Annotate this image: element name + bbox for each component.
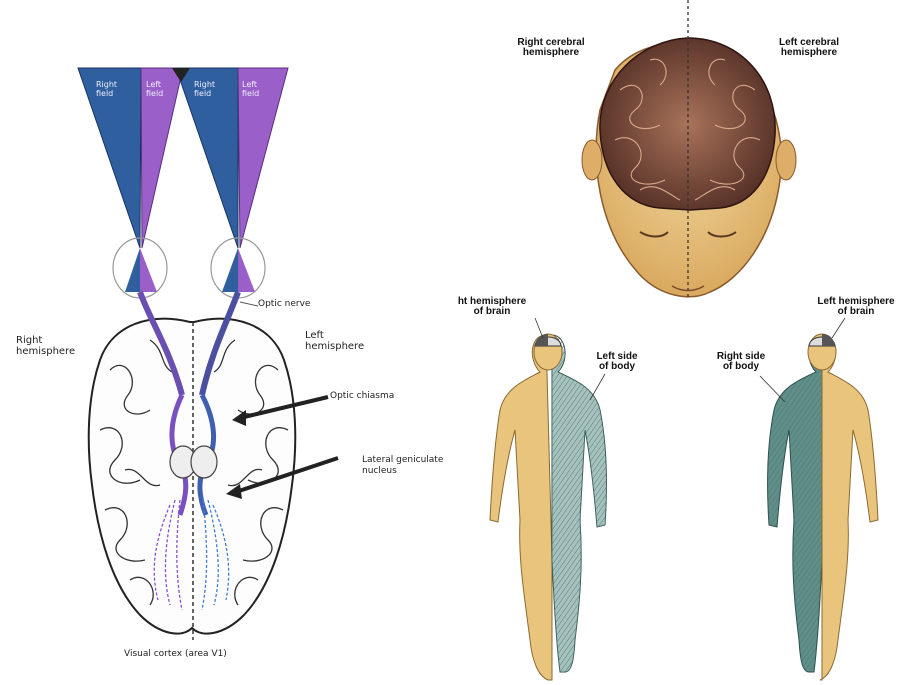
left-ear — [582, 140, 602, 180]
optic-chiasma-label: Optic chiasma — [330, 391, 394, 402]
body-right-leader-a — [832, 318, 845, 338]
right-hemisphere-label: Right hemisphere — [16, 335, 75, 357]
left-hemisphere-label-line2: hemisphere — [305, 341, 364, 352]
left-eye-inverted-purple — [140, 248, 157, 292]
right-cerebral-label-line2: hemisphere — [516, 48, 586, 58]
left-hemisphere-brain-line2: of brain — [812, 307, 900, 317]
left-hemisphere-label-line1: Left — [305, 330, 364, 341]
left-hemisphere-label: Left hemisphere — [305, 330, 364, 352]
left-side-body-line2: of body — [592, 362, 642, 372]
body-left-leader-b — [590, 374, 605, 400]
body-left-leader-a — [535, 318, 543, 338]
field-label-1: Right field — [96, 80, 117, 98]
field-label-2: Left field — [146, 80, 163, 98]
right-cerebral-label: Right cerebral hemisphere — [516, 38, 586, 58]
body-left-figure — [490, 318, 606, 680]
field-label-4: Left field — [242, 80, 259, 98]
left-eye-inverted-blue — [125, 248, 140, 292]
field-label-3-line1: Right — [194, 80, 215, 89]
field-label-2-line1: Left — [146, 80, 163, 89]
right-hemisphere-label-line2: hemisphere — [16, 346, 75, 357]
head-illustration — [582, 0, 796, 300]
body-left-skin-half — [490, 335, 552, 680]
lgn-label-line1: Lateral geniculate — [362, 455, 443, 466]
lgn-right — [191, 446, 217, 478]
lgn-label: Lateral geniculate nucleus — [362, 455, 443, 477]
right-side-body-line2: of body — [714, 362, 768, 372]
field-label-4-line1: Left — [242, 80, 259, 89]
right-side-body-label: Right side of body — [714, 352, 768, 372]
right-hemisphere-brain-line2: of brain — [454, 307, 530, 317]
field-label-3-line2: field — [194, 89, 215, 98]
left-cerebral-label-line2: hemisphere — [774, 48, 844, 58]
optic-nerve-label: Optic nerve — [258, 299, 310, 310]
body-left-shaded-fill — [552, 340, 606, 672]
right-eye-inverted-blue — [222, 248, 238, 292]
visual-cortex-label: Visual cortex (area V1) — [124, 649, 227, 660]
left-hemisphere-brain-label: Left hemisphere of brain — [812, 297, 900, 317]
body-right-figure — [760, 318, 878, 680]
visual-pathway-diagram — [78, 68, 338, 640]
field-label-4-line2: field — [242, 89, 259, 98]
body-left-brain-half — [535, 334, 548, 346]
left-side-body-label: Left side of body — [592, 352, 642, 372]
body-right-skin-half — [820, 335, 878, 680]
right-hemisphere-brain-label: ht hemisphere of brain — [454, 297, 530, 317]
field-label-1-line2: field — [96, 89, 117, 98]
field-label-1-line1: Right — [96, 80, 117, 89]
body-right-hatch — [768, 335, 822, 672]
left-cerebral-label: Left cerebral hemisphere — [774, 38, 844, 58]
field-label-2-line2: field — [146, 89, 163, 98]
right-ear — [776, 140, 796, 180]
body-right-leader-b — [760, 376, 785, 402]
optic-nerve-leader — [240, 302, 258, 306]
lgn-label-line2: nucleus — [362, 466, 443, 477]
field-label-3: Right field — [194, 80, 215, 98]
right-eye-inverted-purple — [238, 248, 255, 292]
right-hemisphere-label-line1: Right — [16, 335, 75, 346]
